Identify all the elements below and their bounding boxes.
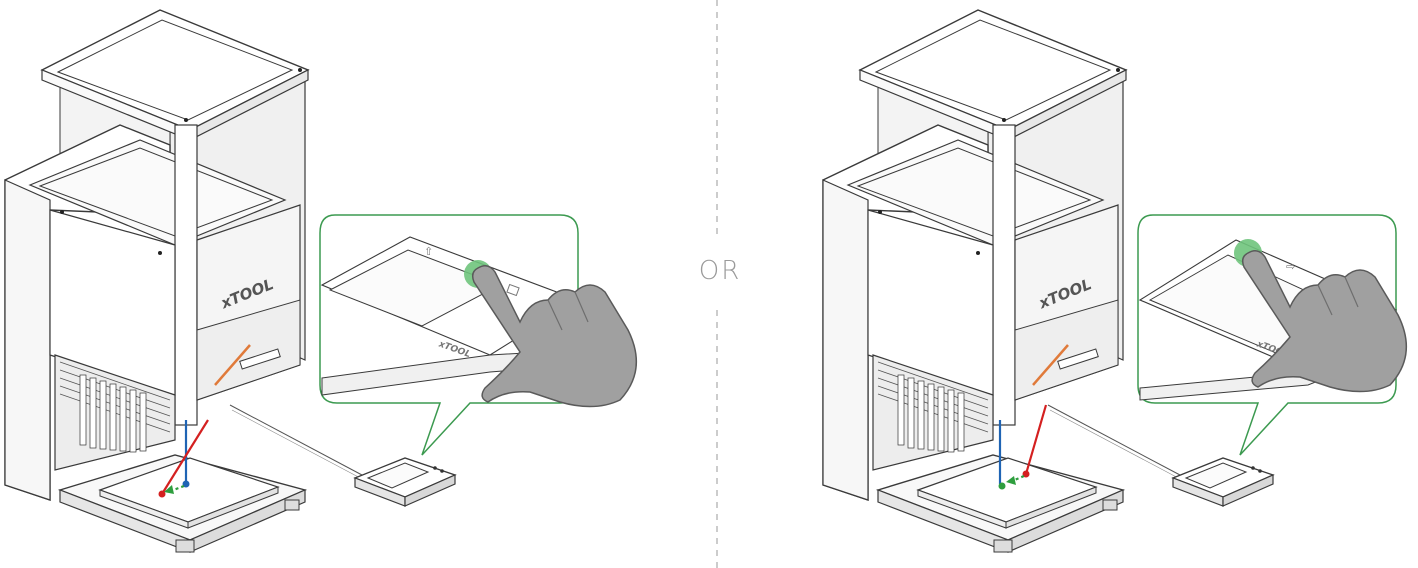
callout-zoom: xTOOL ⇨: [1137, 214, 1408, 456]
axis-indicator: [998, 404, 1048, 490]
control-cable: [229, 404, 363, 476]
axis-indicator: [158, 419, 209, 498]
control-cable: [1047, 404, 1181, 476]
left-panel: xTOOL xTOOL ⇧: [3, 8, 638, 554]
frame-icon: ⇨: [1286, 260, 1295, 273]
or-separator-label: OR: [698, 256, 742, 286]
control-pad: [354, 457, 456, 507]
home-icon: ⇧: [424, 245, 433, 258]
callout-zoom: xTOOL ⇧: [319, 214, 638, 456]
control-pad: [1172, 457, 1274, 507]
right-panel: xTOOL xTOOL ⇨: [821, 8, 1408, 554]
frame-icon: [506, 283, 520, 297]
